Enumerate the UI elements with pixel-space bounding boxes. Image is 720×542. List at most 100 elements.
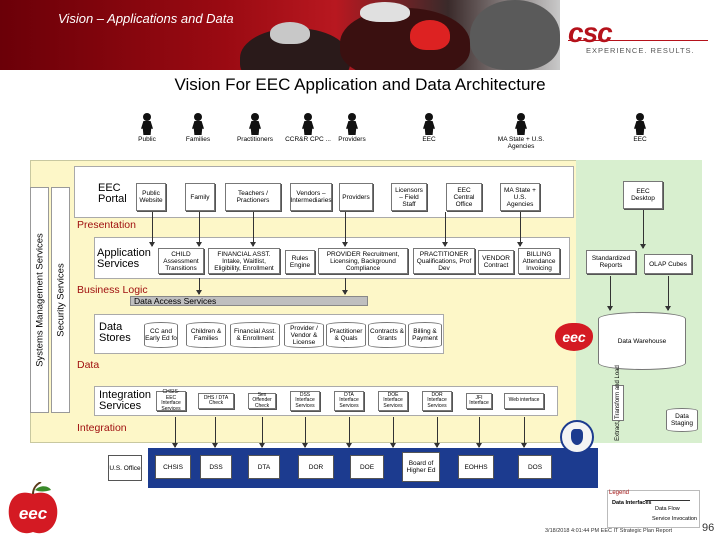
app-box: FINANCIAL ASST. Intake, Waitlist, Eligib… [208,248,280,274]
flow-arrow [212,417,218,448]
footer-text: 3/18/2018 4:01:44 PM EEC IT Strategic Pl… [545,528,673,534]
flow-arrow [196,278,202,295]
person-icon [299,113,317,135]
flow-arrow [607,276,613,311]
flow-arrow [259,417,265,448]
header-banner [0,0,560,70]
csc-logo: csc [568,17,613,48]
page-number: 96 [702,522,715,534]
person-icon [420,113,438,135]
external-system: U.S. Office [108,455,142,481]
user-practitioners: Practitioners [230,113,280,143]
interface-box: DSS Interface Services [290,391,320,411]
flow-arrow [302,417,308,448]
csc-tagline: EXPERIENCE. RESULTS. [586,46,695,55]
application-services-head: Application Services [97,247,151,270]
systems-management-bar: Systems Management Services [30,187,49,413]
presentation-label: Presentation [77,219,136,231]
data-store: CC and Early Ed fo [144,322,178,348]
legend-item: Data Interfaces [612,500,652,506]
data-store: Provider / Vendor & License [284,322,324,348]
eec-logo: eec [555,323,593,351]
legend-item: Data Flow [655,506,680,512]
portal-box: Vendors – Intermediaries [290,183,332,211]
olap-cubes-box: OLAP Cubes [644,254,692,274]
data-store: Contracts & Grants [368,322,406,348]
external-system: DOS [518,455,552,479]
flow-arrow [172,417,178,448]
interface-box: DTA Interface Services [334,391,364,411]
data-warehouse: Data Warehouse [598,312,686,370]
eec-footer-logo: eec [5,481,61,537]
security-services-bar: Security Services [51,187,70,413]
user-state-agencies: MA State + U.S. Agencies [496,113,546,150]
external-system: DTA [248,455,280,479]
interface-box: Web interface [504,393,544,409]
user-eec: EEC [404,113,454,143]
external-system: CHSIS [155,455,191,479]
portal-box: Teachers / Practioners [225,183,281,211]
interface-box: DOE Interface Services [378,391,408,411]
flow-arrow [442,212,448,247]
app-box: VENDOR Contract [478,250,514,274]
data-stores-head: Data Stores [99,321,131,344]
user-eec-desktop: EEC [615,113,665,143]
csc-logo-area [560,0,720,70]
eec-desktop-box: EEC Desktop [623,181,663,209]
flow-arrow [390,417,396,448]
data-store: Billing & Payment [408,322,442,348]
legend-line [645,500,690,501]
flow-arrow [665,276,671,311]
data-staging: Data Staging [666,408,698,432]
legend [607,490,700,528]
interface-box: DHS / DTA Check [198,393,234,409]
person-icon [189,113,207,135]
app-box: PRACTITIONER Qualifications, Prof Dev [413,248,475,274]
external-system: DOR [298,455,334,479]
user-families: Families [173,113,223,143]
page-title: Vision For EEC Application and Data Arch… [174,75,546,94]
person-icon [343,113,361,135]
svg-text:eec: eec [19,504,48,523]
flow-arrow [521,417,527,448]
portal-head: EEC Portal [98,182,127,205]
data-label: Data [77,359,100,371]
integration-services-head: Integration Services [99,389,151,412]
portal-box: Providers [339,183,373,211]
flow-arrow [250,212,256,247]
app-box: PROVIDER Recruitment, Licensing, Backgro… [318,248,408,274]
interface-box: JFI Interface [466,393,492,409]
interface-box: CHSIS-EEC Interface Services [156,389,186,411]
data-access-services-bar: Data Access Services [130,296,368,306]
portal-box: Family [185,183,215,211]
flow-arrow [149,212,155,247]
standardized-reports-box: Standardized Reports [586,250,636,274]
user-providers: Providers [327,113,377,143]
banner-title: Vision – Applications and Data [58,11,234,26]
portal-box: Licensors – Field Staff [391,183,427,211]
integration-label: Integration [77,422,127,434]
legend-item: Service Invocation [652,516,697,522]
data-store: Financial Asst. & Enrollment [230,322,280,348]
external-system: EOHHS [458,455,494,479]
data-store: Children & Families [186,322,226,348]
portal-box: Public Website [136,183,166,211]
user-ccrr: CCR&R CPC ... [283,113,333,143]
external-system: DOE [350,455,384,479]
portal-box: EEC Central Office [446,183,482,211]
app-box: CHILD Assessment Transitions [158,248,204,274]
etl-bar: Extract, Transform and Load [612,365,624,441]
person-icon [512,113,530,135]
business-logic-label: Business Logic [77,284,148,296]
flow-arrow [640,210,646,249]
interface-box: Sex Offender Check [248,392,276,409]
flow-arrow [434,417,440,448]
user-public: Public [122,113,172,143]
rules-engine-box: Rules Engine [285,250,315,274]
external-system: Board of Higher Ed [402,452,440,482]
interface-box: DOR Interface Services [422,391,452,411]
data-store: Practitioner & Quals [326,322,366,348]
external-system: DSS [200,455,232,479]
flow-arrow [196,212,202,247]
person-icon [138,113,156,135]
